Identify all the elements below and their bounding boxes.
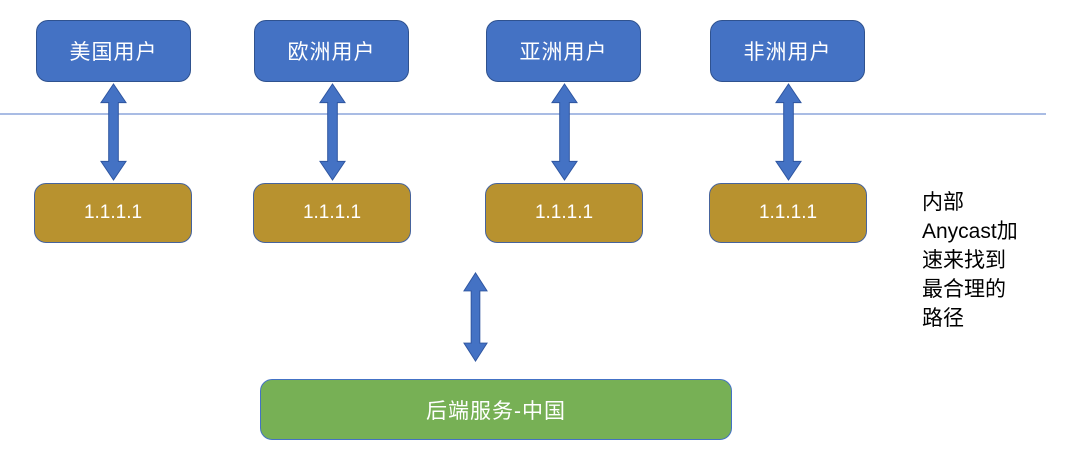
anycast-box-3: 1.1.1.1 <box>485 183 643 243</box>
double-arrow-icon <box>319 83 346 181</box>
user-box-asia-label: 亚洲用户 <box>519 41 608 64</box>
anycast-box-2-label: 1.1.1.1 <box>302 202 362 223</box>
anycast-box-4: 1.1.1.1 <box>709 183 867 243</box>
user-box-africa-label: 非洲用户 <box>743 41 832 64</box>
double-arrow-icon <box>551 83 578 181</box>
user-box-us-label: 美国用户 <box>69 41 158 64</box>
anycast-box-4-label: 1.1.1.1 <box>758 202 818 223</box>
backend-box: 后端服务-中国 <box>260 379 732 440</box>
anycast-box-2: 1.1.1.1 <box>253 183 411 243</box>
divider-line <box>0 113 1046 115</box>
anycast-box-1-label: 1.1.1.1 <box>83 202 143 223</box>
user-box-us: 美国用户 <box>36 20 191 82</box>
double-arrow-icon <box>775 83 802 181</box>
annotation-text: 内部 Anycast加 速来找到 最合理的 路径 <box>922 191 1018 330</box>
backend-box-label: 后端服务-中国 <box>426 399 566 423</box>
user-box-europe: 欧洲用户 <box>254 20 409 82</box>
user-box-europe-label: 欧洲用户 <box>287 41 376 64</box>
double-arrow-icon <box>100 83 127 181</box>
user-box-africa: 非洲用户 <box>710 20 865 82</box>
user-box-asia: 亚洲用户 <box>486 20 641 82</box>
double-arrow-icon <box>462 272 489 362</box>
anycast-box-1: 1.1.1.1 <box>34 183 192 243</box>
anycast-box-3-label: 1.1.1.1 <box>534 202 594 223</box>
